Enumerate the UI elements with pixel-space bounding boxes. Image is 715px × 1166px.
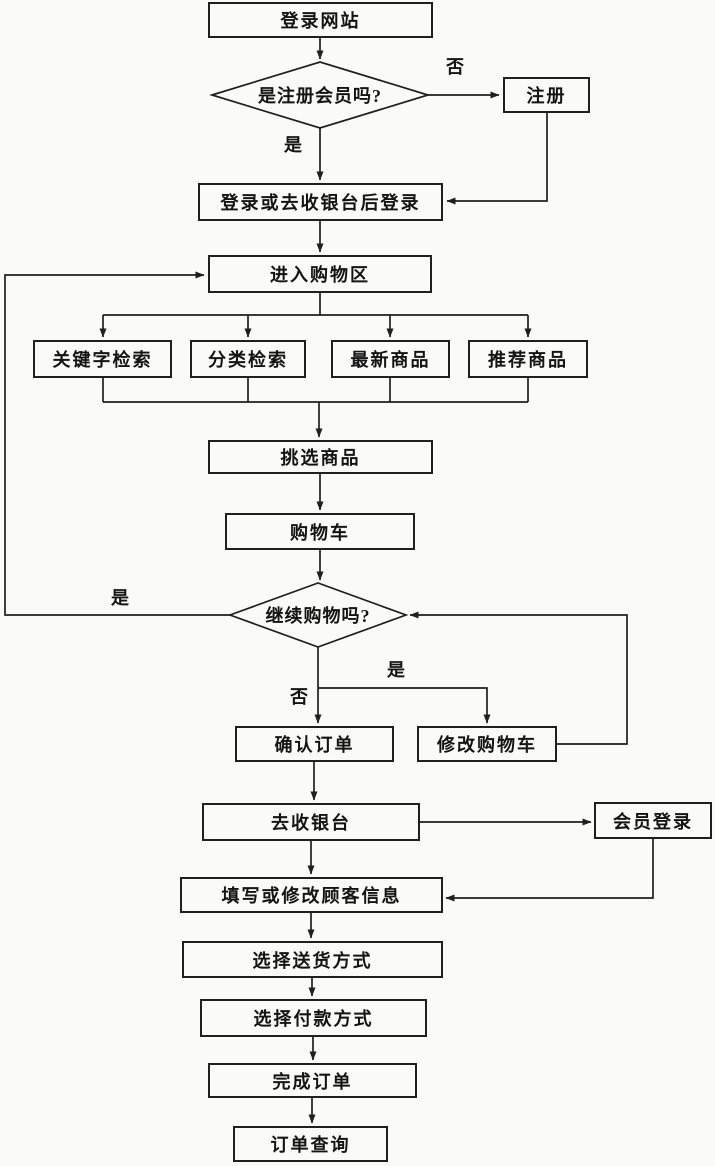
edge-label-no-confirm: 否 <box>290 687 308 707</box>
label-is-registered-member: 是注册会员吗? <box>258 86 382 106</box>
node-fill-customer-info: 填写或修改顾客信息 <box>180 877 443 913</box>
label-continue-shopping: 继续购物吗? <box>265 606 371 626</box>
edge-modify-to-diamond2 <box>409 611 628 745</box>
node-pick-products: 挑选商品 <box>208 440 433 474</box>
node-choose-delivery: 选择送货方式 <box>182 941 443 978</box>
edge-label-yes-modify: 是 <box>387 660 405 680</box>
edge-label-yes-login: 是 <box>284 135 302 155</box>
edge-register-to-login <box>446 113 548 205</box>
edge-diamond2-yes-modify <box>318 687 491 724</box>
node-choose-payment: 选择付款方式 <box>200 999 427 1037</box>
node-login-or-cashier: 登录或去收银台后登录 <box>198 183 443 221</box>
node-newest-products: 最新商品 <box>331 340 450 378</box>
edge-diamond2-yes-loop <box>4 271 230 616</box>
node-member-login: 会员登录 <box>594 802 712 839</box>
node-recommended-products: 推荐商品 <box>468 340 588 378</box>
node-go-to-cashier: 去收银台 <box>202 803 420 841</box>
node-register: 注册 <box>503 77 590 113</box>
rail-branch-top <box>103 293 528 316</box>
edge-member-to-fillinfo <box>445 839 654 902</box>
rail-branch-bottom <box>102 378 529 403</box>
diamond-continue-shopping <box>227 582 409 648</box>
node-order-query: 订单查询 <box>233 1126 388 1162</box>
edge-label-no-register: 否 <box>446 57 464 77</box>
edge-label-yes-loop: 是 <box>111 588 129 608</box>
node-modify-cart: 修改购物车 <box>417 726 557 762</box>
node-confirm-order: 确认订单 <box>235 726 394 762</box>
node-complete-order: 完成订单 <box>208 1063 417 1098</box>
node-login-website: 登录网站 <box>208 2 433 38</box>
node-enter-shopping-area: 进入购物区 <box>208 255 432 293</box>
node-keyword-search: 关键字检索 <box>33 340 172 378</box>
node-category-search: 分类检索 <box>190 340 306 378</box>
node-shopping-cart: 购物车 <box>225 513 415 550</box>
